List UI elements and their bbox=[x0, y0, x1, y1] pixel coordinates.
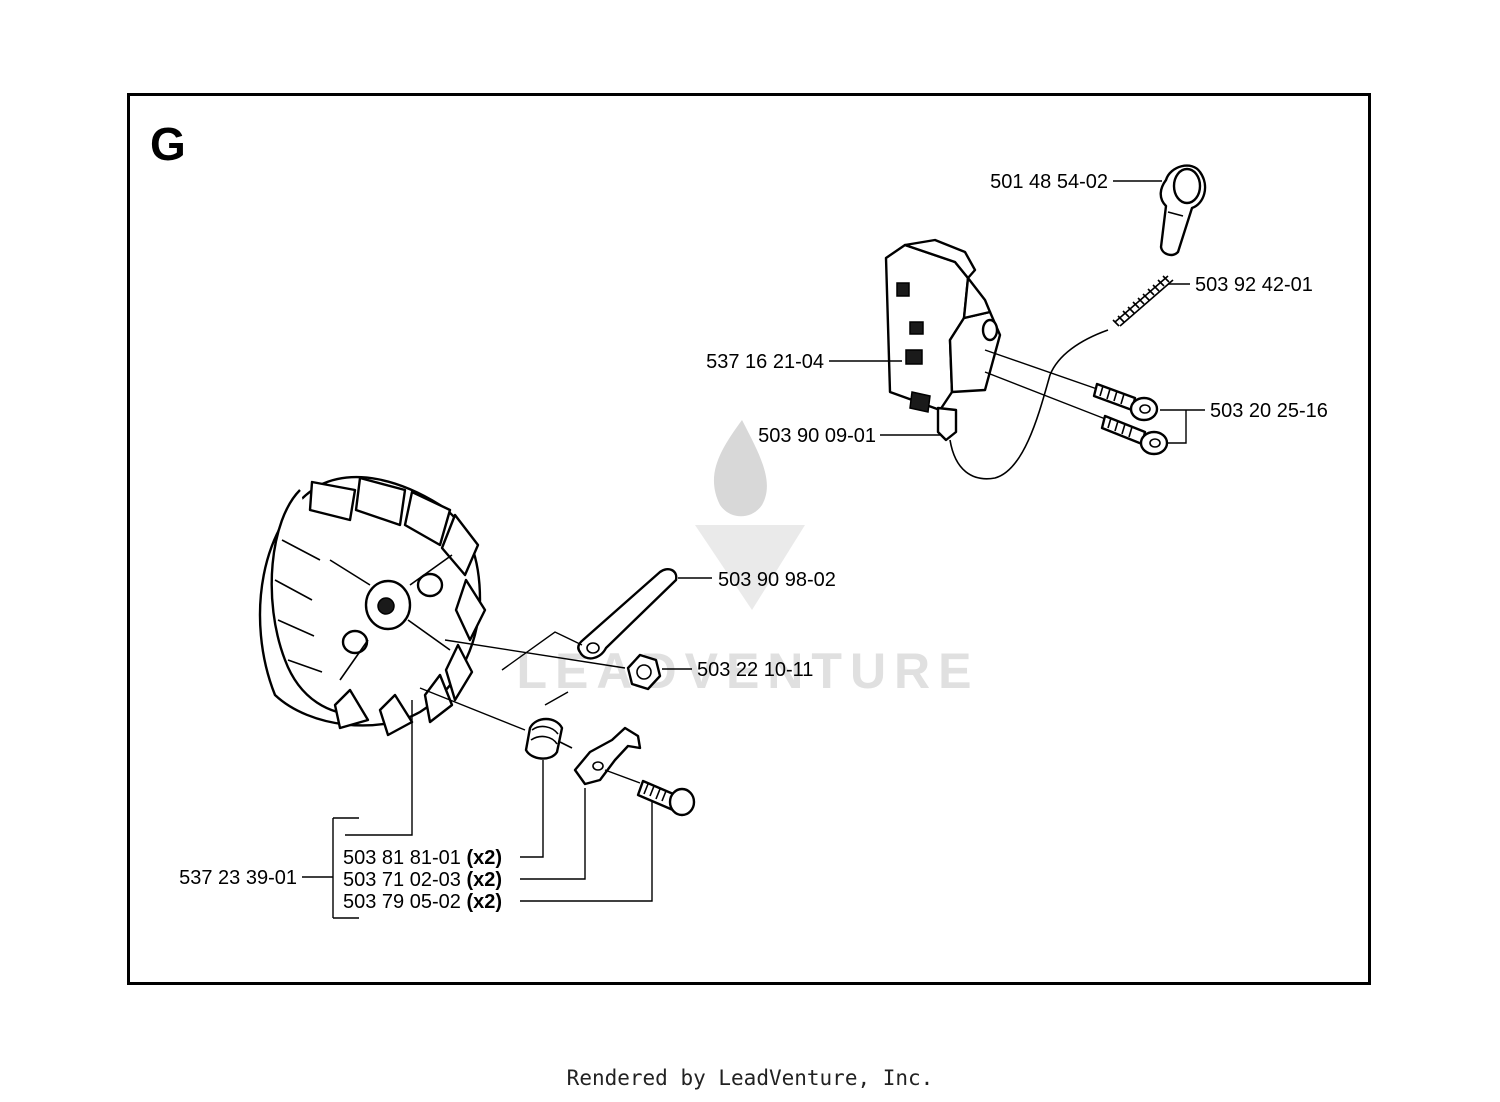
diagram-frame bbox=[127, 93, 1371, 985]
callout-pawl-spring: 503 81 81-01 (x2) bbox=[343, 847, 502, 869]
footer-credit: Rendered by LeadVenture, Inc. bbox=[566, 1066, 934, 1090]
callout-spring: 503 92 42-01 bbox=[1195, 274, 1313, 296]
screws-drawing bbox=[984, 349, 1169, 456]
nut-drawing bbox=[626, 653, 662, 691]
pawl-pin-drawing bbox=[636, 779, 696, 817]
callout-pawl-pin: 503 79 05-02 (x2) bbox=[343, 891, 502, 913]
pawl-spring-drawing bbox=[524, 717, 573, 760]
ground-lead-drawing bbox=[577, 568, 678, 660]
spark-plug-cap-drawing bbox=[1159, 164, 1207, 257]
qty-pawl: (x2) bbox=[466, 869, 502, 891]
callout-nut: 503 22 10-11 bbox=[697, 659, 813, 681]
section-letter: G bbox=[150, 118, 186, 170]
callout-screws: 503 20 25-16 bbox=[1210, 400, 1328, 422]
callout-pawl: 503 71 02-03 (x2) bbox=[343, 869, 502, 891]
callout-terminal: 503 90 09-01 bbox=[758, 425, 876, 447]
callout-ground-lead: 503 90 98-02 bbox=[718, 569, 836, 591]
qty-pawl-spring: (x2) bbox=[466, 847, 502, 869]
ignition-module-drawing bbox=[884, 238, 1109, 480]
callout-ignition-module: 537 16 21-04 bbox=[706, 351, 824, 373]
pawl-drawing bbox=[573, 726, 642, 786]
callout-flywheel: 537 23 39-01 bbox=[179, 867, 297, 889]
callout-spark-plug-cap: 501 48 54-02 bbox=[990, 171, 1108, 193]
qty-pawl-pin: (x2) bbox=[466, 891, 502, 913]
spring-drawing bbox=[1112, 275, 1174, 327]
flywheel-drawing bbox=[258, 475, 487, 737]
